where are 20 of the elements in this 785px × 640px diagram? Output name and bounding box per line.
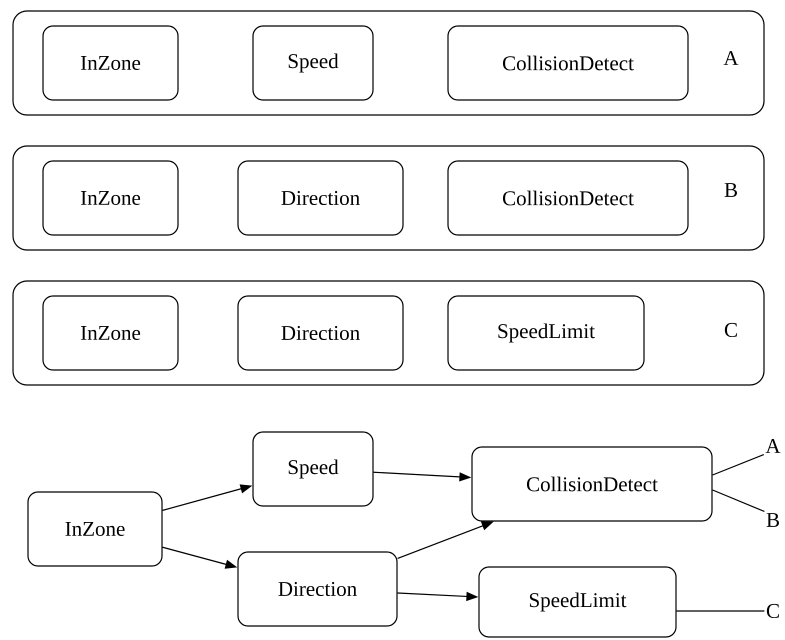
process-box: InZone [42, 25, 179, 101]
connector-line [712, 489, 765, 512]
end-label: C [766, 604, 779, 618]
process-box: CollisionDetect [471, 446, 713, 522]
process-box: SpeedLimit [447, 295, 645, 371]
process-box: Direction [237, 551, 398, 627]
process-box: CollisionDetect [447, 160, 689, 236]
process-box: Direction [237, 160, 404, 236]
process-box: CollisionDetect [447, 25, 689, 101]
end-label: A [766, 439, 780, 453]
process-box: InZone [27, 491, 163, 567]
process-box: SpeedLimit [478, 566, 677, 638]
connector-line [676, 610, 764, 612]
connector-line [712, 454, 764, 476]
process-box: Speed [252, 25, 374, 101]
process-box: Direction [237, 295, 404, 371]
process-box: Speed [252, 431, 374, 507]
process-box: InZone [42, 295, 179, 371]
process-box: InZone [42, 160, 179, 236]
end-label: B [766, 513, 779, 527]
